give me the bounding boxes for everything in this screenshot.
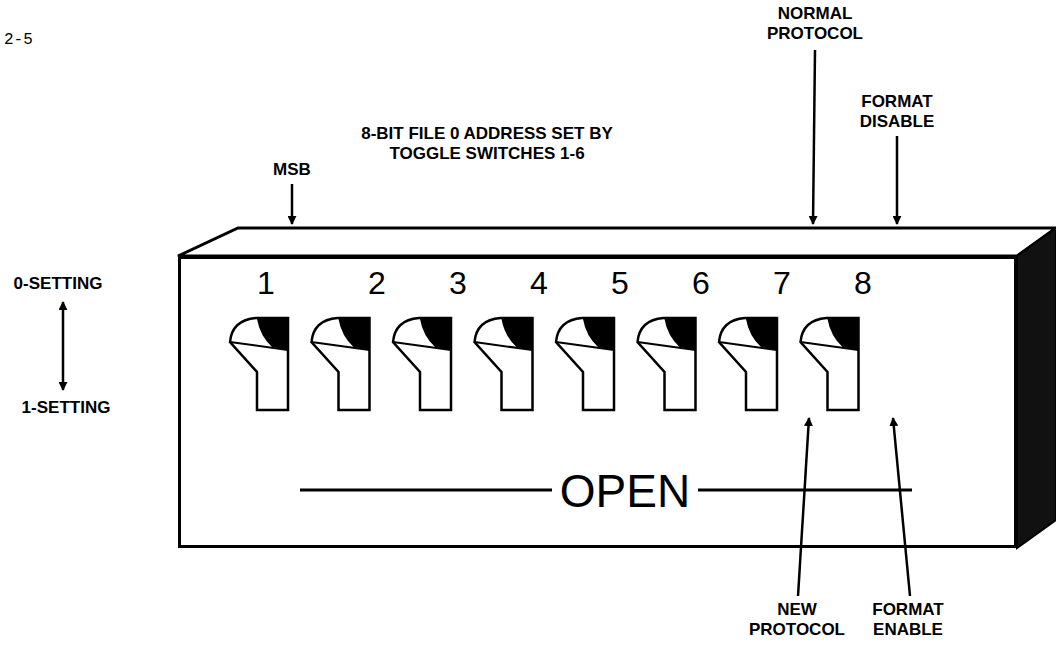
toggle-lever (230, 318, 288, 410)
switch-number: 1 (257, 266, 275, 301)
lever-shadow (420, 319, 451, 350)
setting-label: 1-SETTING (8, 398, 124, 418)
switch-number: 7 (773, 266, 791, 301)
normal-protocol-arrow (813, 50, 815, 224)
lever-edge (393, 342, 451, 350)
housing-top (178, 228, 1056, 256)
lever-shadow (502, 319, 533, 350)
page-number: 2-5 (4, 30, 64, 50)
callout-label: MSB (262, 160, 322, 180)
format-disable-arrow (896, 136, 899, 224)
callout-label: NORMAL PROTOCOL (755, 4, 875, 44)
lever-outline (393, 318, 451, 410)
format-enable-arrow (893, 418, 910, 596)
toggle-lever (312, 318, 370, 410)
lever-outline (230, 318, 288, 410)
setting-label: 0-SETTING (0, 274, 116, 294)
lever-edge (719, 342, 777, 350)
toggle-lever (801, 318, 859, 410)
lever-outline (475, 318, 533, 410)
note-label: 8-BIT FILE 0 ADDRESS SET BY TOGGLE SWITC… (337, 124, 637, 164)
switch-number: 4 (530, 266, 548, 301)
lever-shadow (583, 319, 614, 350)
lever-edge (801, 342, 859, 350)
switch-number: 5 (611, 266, 629, 301)
lever-outline (719, 318, 777, 410)
lever-outline (801, 318, 859, 410)
toggle-lever (719, 318, 777, 410)
switch-housing: 1 2 3 4 5 6 7 8OPEN (178, 256, 1017, 548)
callout-label: NEW PROTOCOL (737, 600, 857, 640)
toggle-lever (393, 318, 451, 410)
lever-outline (312, 318, 370, 410)
toggle-switches (230, 318, 859, 410)
toggle-lever (475, 318, 533, 410)
housing-side (1017, 228, 1056, 548)
switch-number: 6 (692, 266, 710, 301)
toggle-lever (556, 318, 614, 410)
toggle-lever (638, 318, 696, 410)
lever-shadow (339, 319, 370, 350)
lever-shadow (828, 319, 859, 350)
lever-edge (638, 342, 696, 350)
lever-shadow (746, 319, 777, 350)
switch-number: 8 (854, 266, 872, 301)
switch-number: 2 (368, 266, 386, 301)
open-rule (300, 489, 552, 492)
open-label: OPEN (560, 466, 690, 517)
lever-shadow (257, 319, 288, 350)
lever-shadow (665, 319, 696, 350)
new-protocol-arrow (798, 418, 809, 596)
lever-edge (230, 342, 288, 350)
lever-outline (556, 318, 614, 410)
msb-arrow (291, 184, 294, 224)
setting-arrow (62, 302, 65, 390)
callout-label: FORMAT DISABLE (842, 92, 952, 132)
lever-edge (475, 342, 533, 350)
lever-outline (638, 318, 696, 410)
callout-label: FORMAT ENABLE (853, 600, 963, 640)
switch-number: 3 (449, 266, 467, 301)
lever-edge (312, 342, 370, 350)
lever-edge (556, 342, 614, 350)
